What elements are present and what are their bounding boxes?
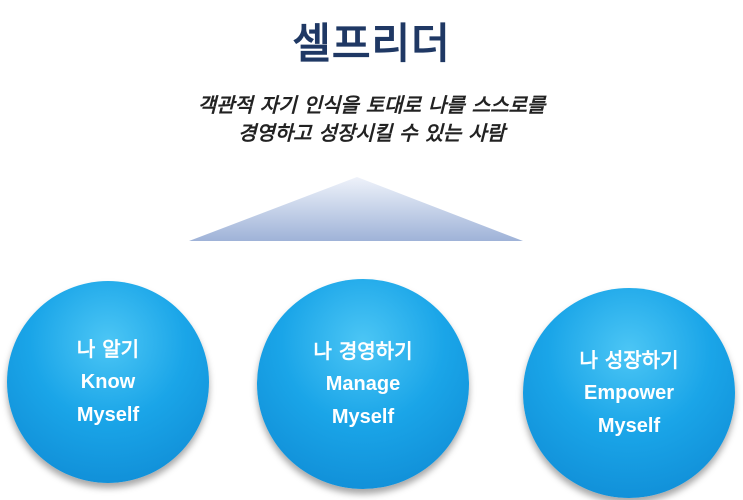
circle-english-label-2: Myself	[76, 403, 140, 426]
circle-english-label-1: Manage	[325, 372, 401, 395]
circle-empower-myself: 나 성장하기 Empower Myself	[523, 288, 735, 498]
circle-english-label-2: Myself	[331, 405, 395, 428]
subtitle-line-1: 객관적 자기 인식을 토대로 나를 스스로를	[197, 93, 546, 117]
circle-korean-label: 나 경영하기	[313, 338, 413, 363]
circle-english-label-1: Empower	[583, 381, 675, 404]
circle-know-myself: 나 알기 Know Myself	[7, 281, 209, 483]
subtitle: 객관적 자기 인식을 토대로 나를 스스로를 경영하고 성장시킬 수 있는 사람	[0, 91, 743, 147]
circle-korean-label: 나 성장하기	[579, 347, 679, 372]
circle-english-label-2: Myself	[597, 414, 661, 437]
circle-english-label-1: Know	[80, 370, 136, 393]
page-title: 셀프리더	[292, 19, 451, 68]
circle-korean-label: 나 알기	[76, 336, 140, 361]
circle-manage-myself: 나 경영하기 Manage Myself	[257, 279, 469, 489]
subtitle-line-2: 경영하고 성장시킬 수 있는 사람	[237, 121, 506, 145]
